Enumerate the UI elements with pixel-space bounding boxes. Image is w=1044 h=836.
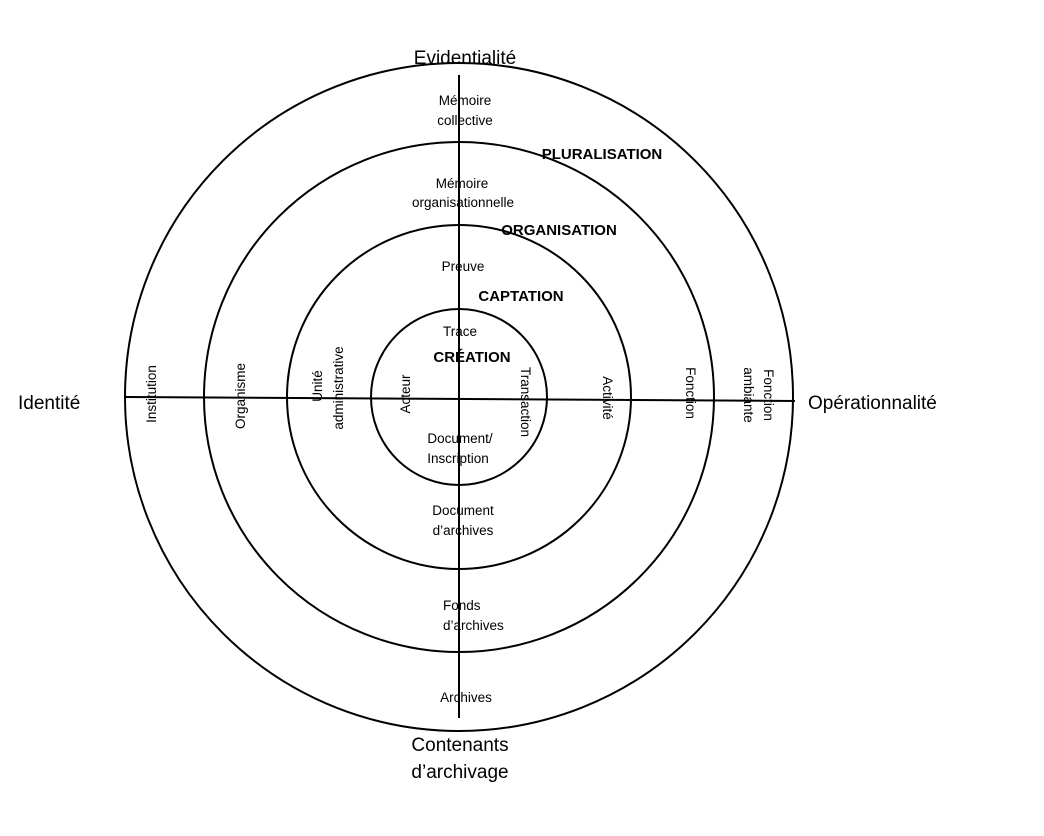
label-memoire-collective-line1: Mémoire	[439, 93, 492, 108]
label-document-inscription-line1: Document/	[427, 431, 493, 446]
ring-title-pluralisation: PLURALISATION	[542, 146, 663, 163]
label-unite-administrative-line1: Unité	[310, 370, 325, 402]
label-document-archives-line2: d’archives	[433, 523, 494, 538]
axis-title-bottom-line2: d’archivage	[411, 762, 508, 783]
label-memoire-collective-line2: collective	[437, 113, 493, 128]
label-fonds-archives-line1: Fonds	[443, 598, 481, 613]
horizontal-axis	[123, 396, 796, 402]
label-document-archives-line1: Document	[432, 503, 494, 518]
axis-title-right: Opérationnalité	[808, 393, 937, 414]
label-document-inscription-line2: Inscription	[427, 451, 489, 466]
label-organisme: Organisme	[233, 363, 248, 429]
axis-title-top: Evidentialité	[414, 48, 516, 69]
label-trace: Trace	[443, 324, 477, 339]
ring-title-captation: CAPTATION	[478, 288, 563, 305]
label-archives: Archives	[440, 690, 492, 705]
axis-title-left: Identité	[18, 393, 80, 414]
label-fonction: Fonction	[683, 367, 698, 419]
ring-title-organisation: ORGANISATION	[501, 222, 617, 239]
label-fonction-ambiante-line1: Fonction	[761, 369, 776, 421]
label-fonction-ambiante-line2: ambiante	[741, 367, 756, 423]
ring-title-creation: CRÉATION	[433, 349, 510, 366]
label-memoire-organisationnelle-line2: organisationnelle	[412, 195, 514, 210]
label-memoire-organisationnelle-line1: Mémoire	[436, 176, 489, 191]
label-transaction: Transaction	[518, 367, 533, 437]
label-activite: Activité	[600, 376, 615, 420]
label-unite-administrative-line2: administrative	[331, 346, 346, 429]
axis-title-bottom-line1: Contenants	[411, 735, 508, 756]
label-acteur: Acteur	[398, 374, 413, 414]
label-fonds-archives-line2: d’archives	[443, 618, 504, 633]
label-institution: Institution	[144, 365, 159, 423]
label-preuve: Preuve	[442, 259, 485, 274]
